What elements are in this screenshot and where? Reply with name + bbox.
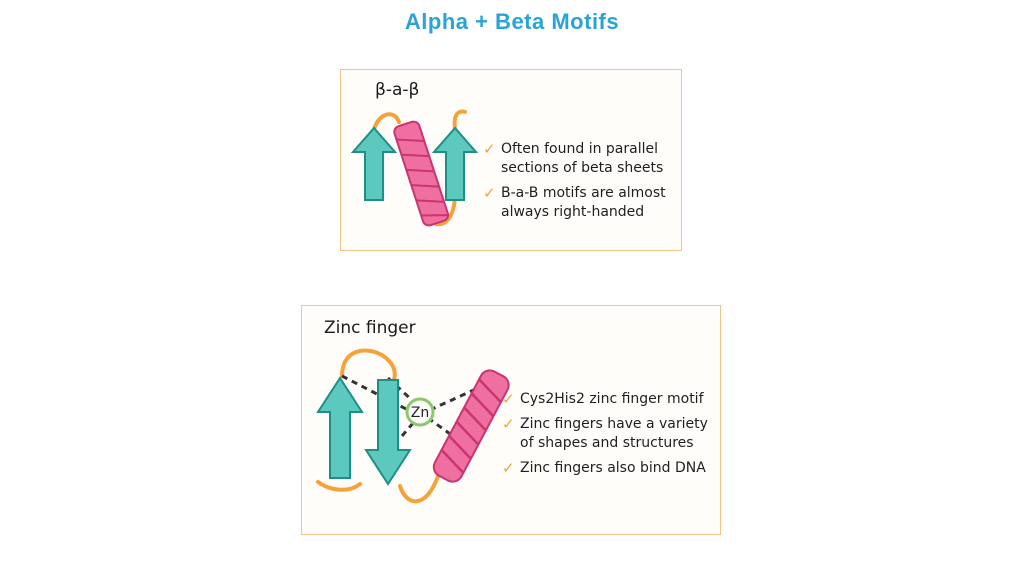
checkmark-icon: ✓: [483, 184, 496, 202]
checkmark-icon: ✓: [502, 459, 515, 477]
slide-title: Alpha + Beta Motifs: [404, 9, 620, 34]
loop-tail: [452, 109, 467, 130]
bullet-item: ✓Cys2His2 zinc finger motif: [502, 390, 704, 408]
zinc-ion: [405, 397, 435, 427]
checkmark-icon: ✓: [502, 415, 515, 433]
bullet-item: ✓Zinc fingers also bind DNA: [502, 459, 706, 477]
beta-strand-down: [364, 379, 412, 486]
zinc-finger-diagram: Zn: [316, 348, 510, 504]
beta-strand-right: [431, 126, 479, 201]
checkmark-icon: ✓: [483, 140, 496, 158]
zinc-finger-panel: Zinc finger Zn ✓Cys2His2 zinc finger mot…: [301, 305, 721, 535]
tail-loop: [316, 480, 362, 492]
panel-title: Zinc finger: [324, 318, 416, 338]
beta-strand-left: [350, 126, 398, 201]
bullet-list: ✓Cys2His2 zinc finger motif ✓Zinc finger…: [502, 390, 718, 484]
bullet-item: ✓B-a-B motifs are almost always right-ha…: [483, 184, 666, 220]
bullet-item: ✓Often found in parallel sections of bet…: [483, 140, 664, 176]
panel-title: β-a-β: [375, 80, 420, 100]
bullet-list: ✓Often found in parallel sections of bet…: [483, 140, 679, 228]
alpha-helix: [432, 369, 510, 483]
beta-strand-up: [316, 376, 364, 479]
zinc-label: Zn: [411, 405, 429, 421]
checkmark-icon: ✓: [502, 390, 515, 408]
bullet-item: ✓Zinc fingers have a variety of shapes a…: [502, 415, 708, 451]
alpha-helix: [393, 120, 450, 227]
beta-alpha-beta-panel: β-a-β ✓Often found in parallel sections …: [340, 69, 682, 251]
hairpin-loop: [340, 348, 397, 388]
connector-loop: [398, 474, 440, 504]
beta-alpha-beta-diagram: [350, 109, 479, 227]
